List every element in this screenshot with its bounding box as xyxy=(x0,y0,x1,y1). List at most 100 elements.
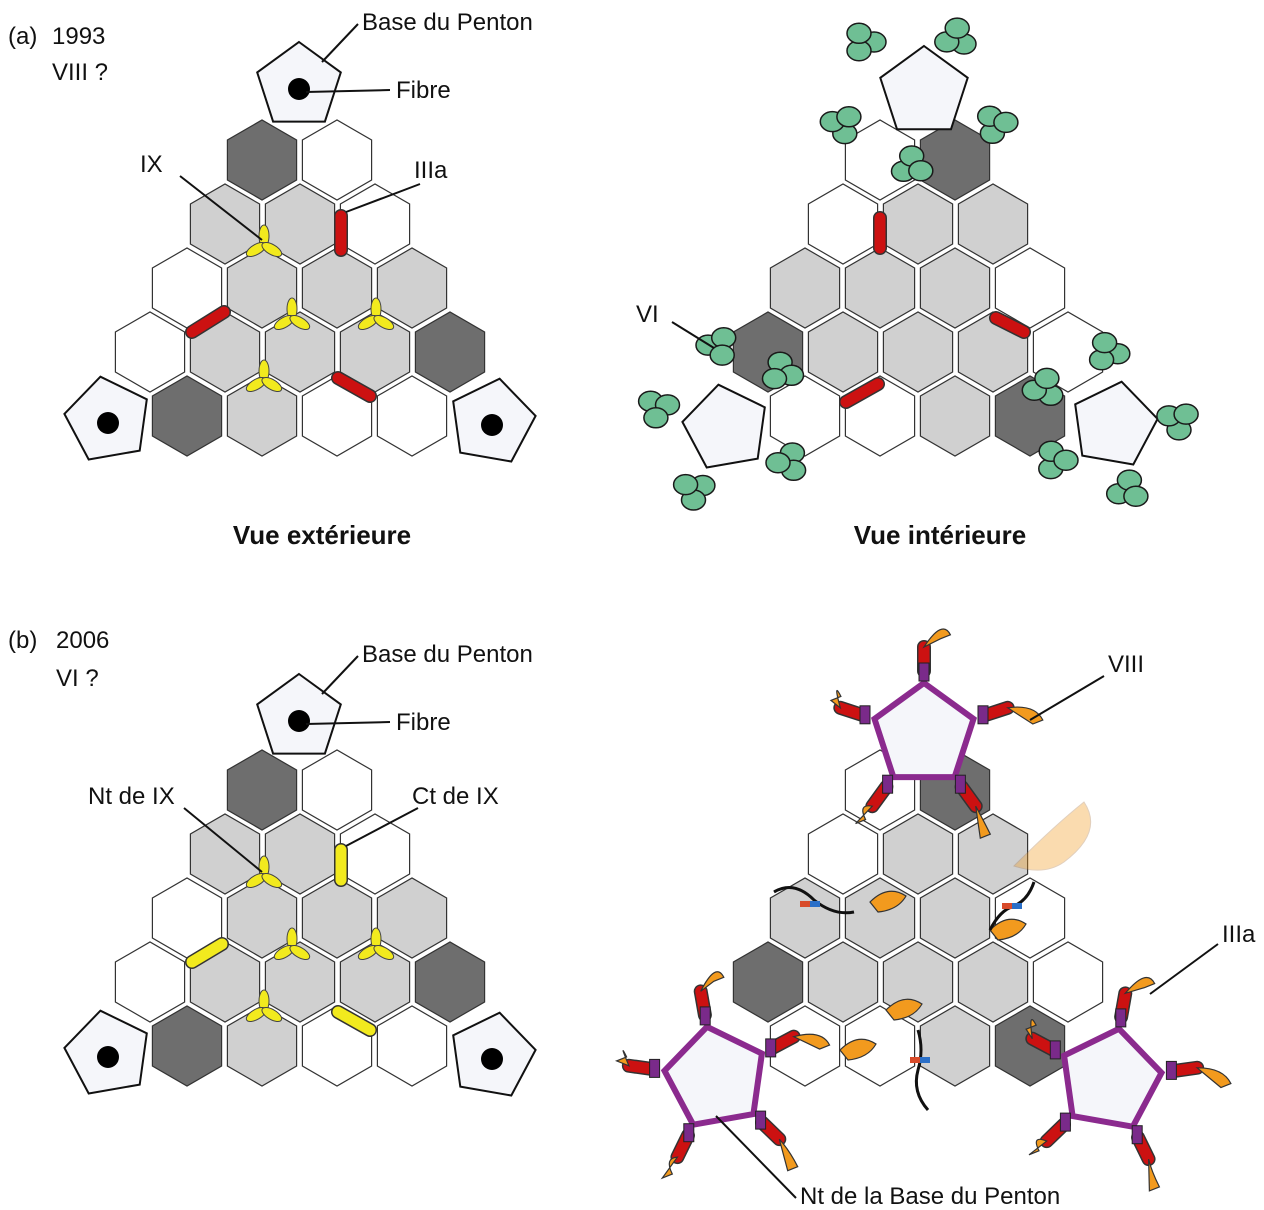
interior-view-caption: Vue intérieure xyxy=(854,520,1026,550)
hexon xyxy=(376,247,448,329)
leader-line xyxy=(305,721,391,725)
protein-ix-ct-bar-icon xyxy=(332,1006,376,1036)
protein-iiia-bar-icon xyxy=(979,702,1014,721)
hexon xyxy=(151,375,223,457)
hexon xyxy=(994,877,1066,959)
hexon xyxy=(226,119,298,201)
protein-viii-icon xyxy=(975,805,992,840)
leader-line xyxy=(321,23,359,63)
hexon xyxy=(1032,941,1104,1023)
hexon xyxy=(339,813,411,895)
viii-label: VIII xyxy=(1108,651,1144,678)
penton-nt-segment xyxy=(1165,1060,1177,1080)
linker-red-segment xyxy=(910,1057,920,1063)
protein-ix-trimer-icon xyxy=(289,945,311,960)
protein-viii-faded-icon xyxy=(1013,801,1092,871)
protein-ix-trimer-icon xyxy=(261,242,283,257)
penton-nt-segment xyxy=(882,774,894,794)
hexon xyxy=(957,183,1029,265)
protein-vi-cluster-icon xyxy=(908,159,934,182)
fiber-dot-icon xyxy=(481,414,503,436)
fiber-label-a: Fibre xyxy=(396,77,451,104)
hexon xyxy=(226,1005,298,1087)
protein-iiia-bar-icon xyxy=(186,306,230,338)
penton-nt-segment xyxy=(918,662,930,682)
protein-viii-icon xyxy=(778,1138,799,1172)
hexon xyxy=(114,941,186,1023)
penton-ring xyxy=(1060,1025,1166,1131)
protein-vi-cluster-icon xyxy=(709,344,735,366)
penton-ring xyxy=(870,679,978,781)
hexon xyxy=(844,1005,916,1087)
hexon xyxy=(994,247,1066,329)
protein-vi-cluster-icon xyxy=(1053,449,1079,471)
protein-viii-icon xyxy=(791,1033,831,1050)
linker-red-segment xyxy=(1002,903,1012,909)
hexon xyxy=(882,311,954,393)
protein-viii-icon xyxy=(855,805,874,825)
hexon xyxy=(919,247,991,329)
protein-vi-cluster-icon xyxy=(643,407,669,429)
protein-vi-cluster-icon xyxy=(836,106,862,128)
nt-penton-base-label: Nt de la Base du Penton xyxy=(800,1183,1060,1210)
fiber-dot-icon xyxy=(97,1046,119,1068)
hexon-layers xyxy=(114,119,1104,1087)
penton-nt-segment xyxy=(1059,1112,1071,1132)
penton-base-label-a: Base du Penton xyxy=(362,9,533,36)
protein-ix-trimer-icon xyxy=(373,315,395,330)
protein-iiia-bar-icon xyxy=(834,702,869,721)
hexon xyxy=(957,941,1029,1023)
protein-iiia-bar-icon xyxy=(840,378,884,408)
vi-label: VI xyxy=(636,301,659,328)
linker-blue-segment xyxy=(810,901,820,907)
panel-a-question: VIII ? xyxy=(52,59,108,86)
protein-vi-cluster-icon xyxy=(1173,403,1199,425)
leader-line xyxy=(671,321,715,349)
linker-strand xyxy=(773,886,855,915)
fiber-dot-icon xyxy=(481,1048,503,1070)
hexon xyxy=(769,877,841,959)
hexon xyxy=(376,1005,448,1087)
panel-a-year: 1993 xyxy=(52,23,105,50)
protein-vi-cluster-icon xyxy=(672,473,699,496)
hexon xyxy=(957,813,1029,895)
protein-viii-icon xyxy=(839,1038,877,1061)
protein-vi-cluster-icon xyxy=(1034,367,1060,390)
panel-a-tag: (a) xyxy=(8,23,37,50)
hexon xyxy=(882,813,954,895)
protein-ix-trimer-icon xyxy=(261,873,283,888)
protein-viii-icon xyxy=(1028,1138,1048,1156)
hexon xyxy=(807,311,879,393)
fiber-dot-icon xyxy=(288,710,310,732)
hexon xyxy=(376,375,448,457)
protein-ix-trimer-icon xyxy=(289,315,311,330)
protein-ix-trimer-icon xyxy=(261,1007,283,1022)
fiber-label-b: Fibre xyxy=(396,709,451,736)
penton-nt-segment xyxy=(1115,1008,1127,1028)
penton-pentagon-icon xyxy=(681,383,766,469)
hexon xyxy=(151,1005,223,1087)
nt-ix-label: Nt de IX xyxy=(88,783,175,810)
protein-viii-icon xyxy=(989,918,1027,941)
leader-lines xyxy=(179,23,1219,1199)
hexon xyxy=(376,877,448,959)
penton-nt-segment xyxy=(755,1110,767,1130)
penton-nt-segment xyxy=(859,705,871,725)
protein-viii-icon xyxy=(829,689,842,710)
protein-ix-trimer-icon xyxy=(373,945,395,960)
hexon xyxy=(301,749,373,831)
hexon xyxy=(769,375,841,457)
protein-viii-icon xyxy=(1123,976,1156,995)
hexon xyxy=(301,877,373,959)
iiia-label-a: IIIa xyxy=(414,157,448,184)
protein-iiia-bar-icon xyxy=(990,312,1030,338)
hexon xyxy=(844,247,916,329)
leader-line xyxy=(305,89,391,93)
linker-red-segment xyxy=(800,901,810,907)
ct-ix-label: Ct de IX xyxy=(412,783,499,810)
protein-viii-icon xyxy=(1195,1067,1232,1089)
linker-blue-segment xyxy=(920,1057,930,1063)
leader-line xyxy=(179,175,263,241)
penton-nt-segment xyxy=(954,774,966,794)
protein-viii-icon xyxy=(660,1156,679,1180)
